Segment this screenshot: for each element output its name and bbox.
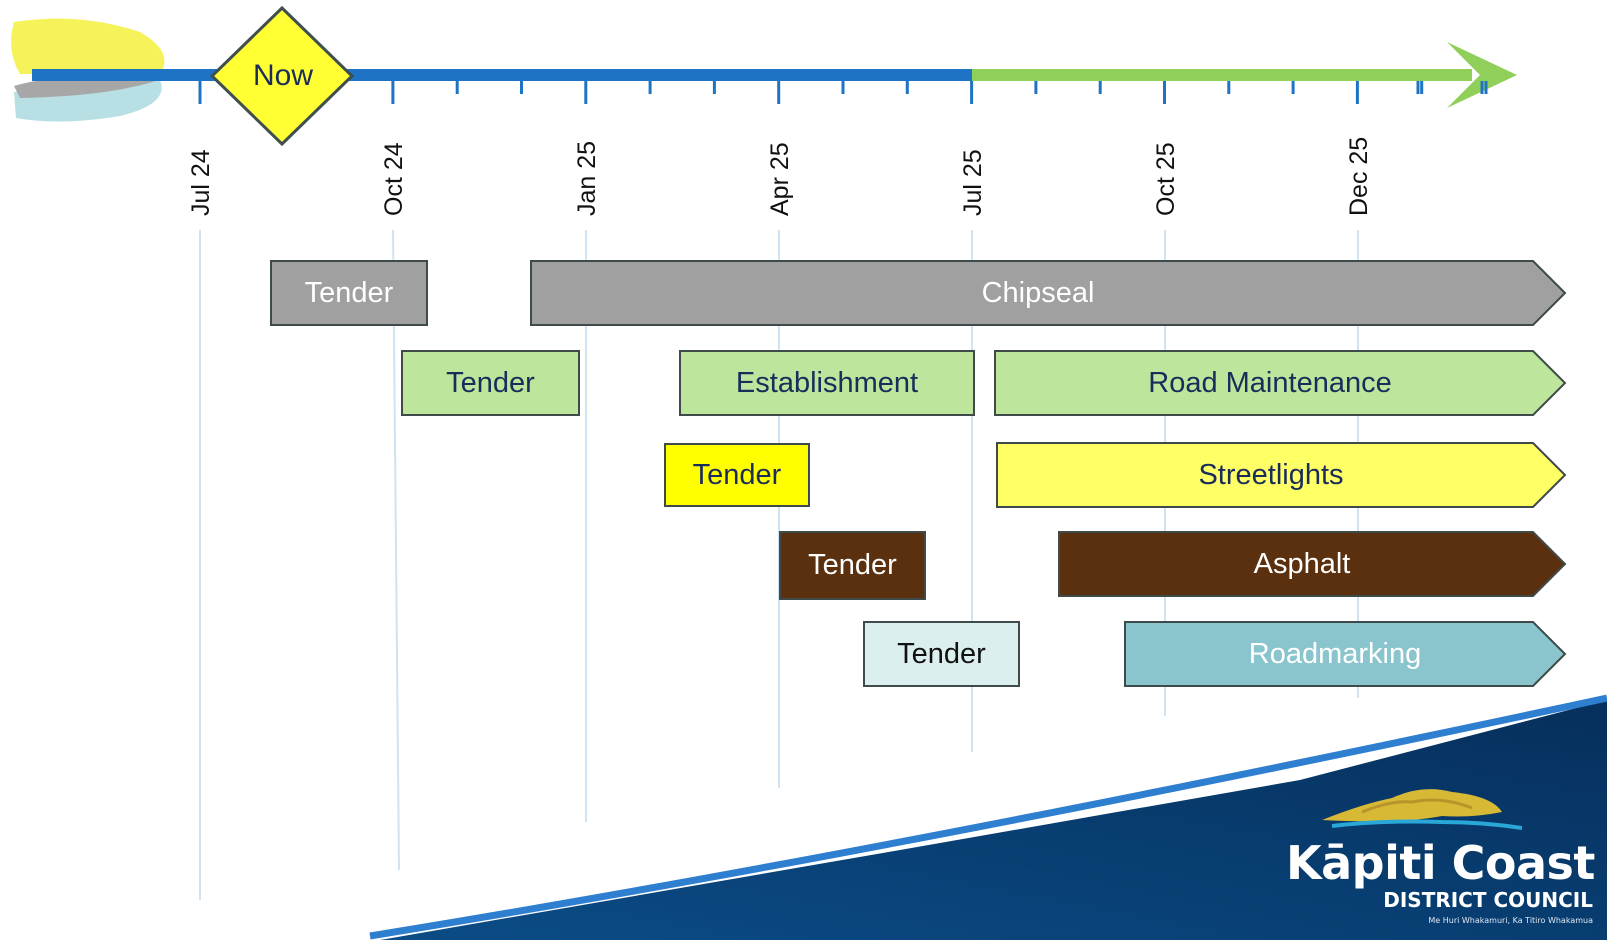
bar-shape bbox=[401, 350, 580, 416]
bar-shape bbox=[779, 531, 926, 600]
logo-mountain-icon bbox=[1322, 789, 1522, 830]
timeline-past bbox=[32, 69, 972, 81]
logo-motto: Me Huri Whakamuri, Ka Titiro Whakamua bbox=[1428, 916, 1593, 925]
bar-shape bbox=[679, 350, 975, 416]
tick-label: Jul 24 bbox=[187, 149, 215, 216]
fletching-yellow bbox=[11, 18, 165, 75]
bar-shape bbox=[863, 621, 1020, 687]
bar-shape bbox=[270, 260, 428, 326]
timeline-future bbox=[972, 69, 1472, 81]
timeline-arrowhead bbox=[1447, 42, 1517, 108]
logo-title: Kāpiti Coast bbox=[1286, 836, 1595, 890]
swoosh-background bbox=[380, 700, 1607, 940]
tick-label: Dec 25 bbox=[1345, 136, 1373, 216]
bar-shape bbox=[530, 260, 1567, 326]
tick-label: Oct 24 bbox=[380, 142, 408, 216]
logo-subtitle: DISTRICT COUNCIL bbox=[1383, 888, 1593, 912]
tick-label: Oct 25 bbox=[1152, 142, 1180, 216]
now-marker-diamond bbox=[209, 5, 355, 147]
bar-shape bbox=[1124, 621, 1567, 687]
bar-shape bbox=[1058, 531, 1567, 597]
now-label: Now bbox=[252, 59, 313, 92]
bar-shape bbox=[664, 443, 810, 507]
tick-label: Apr 25 bbox=[766, 142, 794, 216]
bar-shape bbox=[994, 350, 1567, 416]
swoosh-highlight bbox=[369, 694, 1607, 940]
tick-label: Jul 25 bbox=[959, 149, 987, 216]
bar-shape bbox=[996, 442, 1567, 508]
tick-label: Jan 25 bbox=[573, 140, 601, 216]
guide-line bbox=[392, 229, 400, 871]
